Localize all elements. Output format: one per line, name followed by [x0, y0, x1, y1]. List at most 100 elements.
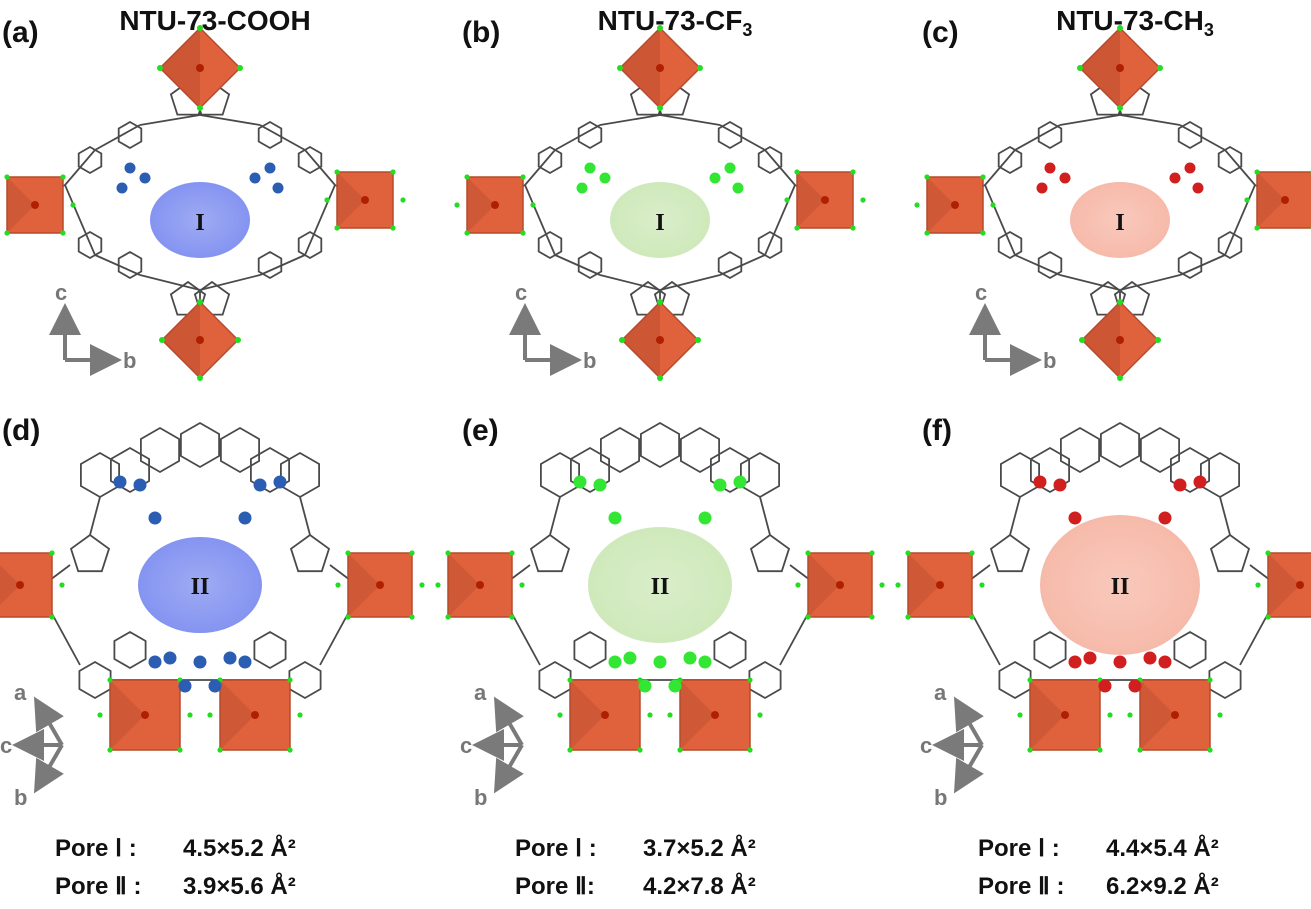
octahedron-bottom-left	[97, 677, 193, 753]
ligand-node	[49, 614, 55, 620]
ligand-node	[1265, 614, 1271, 620]
framework-bond	[1059, 274, 1121, 291]
functional-group-atom	[724, 162, 736, 174]
ligand-node	[157, 65, 163, 71]
pore-II-region	[1040, 515, 1200, 655]
title-main: NTU-73-CH	[1056, 5, 1204, 36]
ligand-node	[1117, 299, 1123, 305]
panel-label-bottom: (e)	[462, 414, 499, 447]
ligand-node	[409, 550, 415, 556]
aromatic-ring	[297, 145, 323, 175]
framework-bond	[659, 114, 721, 126]
ligand-node	[895, 582, 901, 588]
imidazole-ring	[529, 533, 571, 573]
metal-center	[711, 711, 719, 719]
axis-a-label: a	[474, 680, 487, 705]
functional-group-atom	[1184, 162, 1196, 174]
ligand-node	[324, 197, 330, 203]
ligand-node	[557, 712, 563, 718]
metal-center	[16, 581, 24, 589]
functional-group-atom	[1033, 475, 1047, 489]
ligand-node	[1217, 712, 1223, 718]
ligand-node	[107, 747, 113, 753]
aromatic-ring	[1000, 451, 1040, 499]
functional-group-atom	[653, 655, 667, 669]
axis-c-label: c	[975, 280, 987, 305]
functional-group-atom	[1128, 679, 1142, 693]
metal-center	[251, 711, 259, 719]
functional-group-atom	[163, 651, 177, 665]
ligand-node	[1157, 65, 1163, 71]
octahedron-left	[454, 174, 536, 236]
ligand-node	[1117, 105, 1123, 111]
metal-center	[141, 711, 149, 719]
framework-bond	[1179, 254, 1226, 276]
aromatic-ring	[1033, 630, 1067, 670]
ligand-node	[197, 105, 203, 111]
ligand-node	[445, 550, 451, 556]
octahedron-bottom-right	[207, 677, 303, 753]
pore-II-label: II	[191, 574, 210, 600]
functional-group-atom	[208, 679, 222, 693]
functional-group-atom	[1036, 182, 1048, 194]
ligand-node	[1117, 375, 1123, 381]
ligand-node	[520, 174, 526, 180]
aromatic-ring	[113, 630, 147, 670]
aromatic-ring	[1208, 660, 1242, 700]
functional-group-atom	[593, 478, 607, 492]
ligand-node	[1107, 712, 1113, 718]
pore-size-value: 6.2×9.2 Å²	[1106, 873, 1219, 900]
aromatic-ring	[1217, 230, 1243, 260]
ligand-node	[924, 174, 930, 180]
panel-title: NTU-73-CH3	[1056, 5, 1214, 40]
octahedron-right	[795, 550, 885, 620]
framework-bond	[319, 609, 351, 666]
ligand-node	[435, 582, 441, 588]
aromatic-ring	[1100, 421, 1140, 469]
metal-center	[361, 196, 369, 204]
functional-group-atom	[668, 679, 682, 693]
ligand-node	[70, 202, 76, 208]
ligand-node	[197, 299, 203, 305]
aromatic-ring	[117, 120, 143, 150]
framework-bond	[94, 124, 141, 151]
octahedron-left	[4, 174, 76, 236]
metal-center	[491, 201, 499, 209]
aromatic-ring	[1173, 630, 1207, 670]
functional-group-atom	[1158, 511, 1172, 525]
functional-group-atom	[1173, 478, 1187, 492]
octahedron-bottom	[619, 299, 701, 381]
ligand-node	[860, 197, 866, 203]
axis-b-label: b	[1043, 348, 1056, 373]
octahedron-right	[335, 550, 425, 620]
ligand-node	[60, 174, 66, 180]
pore-size-label: Pore Ⅰ :	[978, 835, 1060, 862]
ligand-node	[1244, 197, 1250, 203]
ligand-node	[390, 169, 396, 175]
aromatic-ring	[297, 230, 323, 260]
functional-group-atom	[253, 478, 267, 492]
aromatic-ring	[1170, 446, 1210, 494]
aromatic-ring	[713, 630, 747, 670]
ligand-node	[400, 197, 406, 203]
ligand-node	[969, 614, 975, 620]
octahedron-right	[324, 169, 406, 231]
aromatic-ring	[998, 660, 1032, 700]
aromatic-ring	[1060, 426, 1100, 474]
ligand-node	[1117, 25, 1123, 31]
metal-center	[1116, 336, 1124, 344]
aromatic-ring	[640, 421, 680, 469]
framework-bond	[599, 274, 661, 291]
framework-bond	[984, 184, 1016, 256]
ligand-node	[567, 677, 573, 683]
metal-center	[656, 336, 664, 344]
ligand-node	[1097, 747, 1103, 753]
aromatic-ring	[1140, 426, 1180, 474]
ligand-node	[419, 582, 425, 588]
ligand-node	[747, 677, 753, 683]
aromatic-ring	[77, 230, 103, 260]
functional-group-atom	[608, 655, 622, 669]
ligand-node	[97, 712, 103, 718]
ligand-node	[850, 225, 856, 231]
octahedron-bottom	[1079, 299, 1161, 381]
